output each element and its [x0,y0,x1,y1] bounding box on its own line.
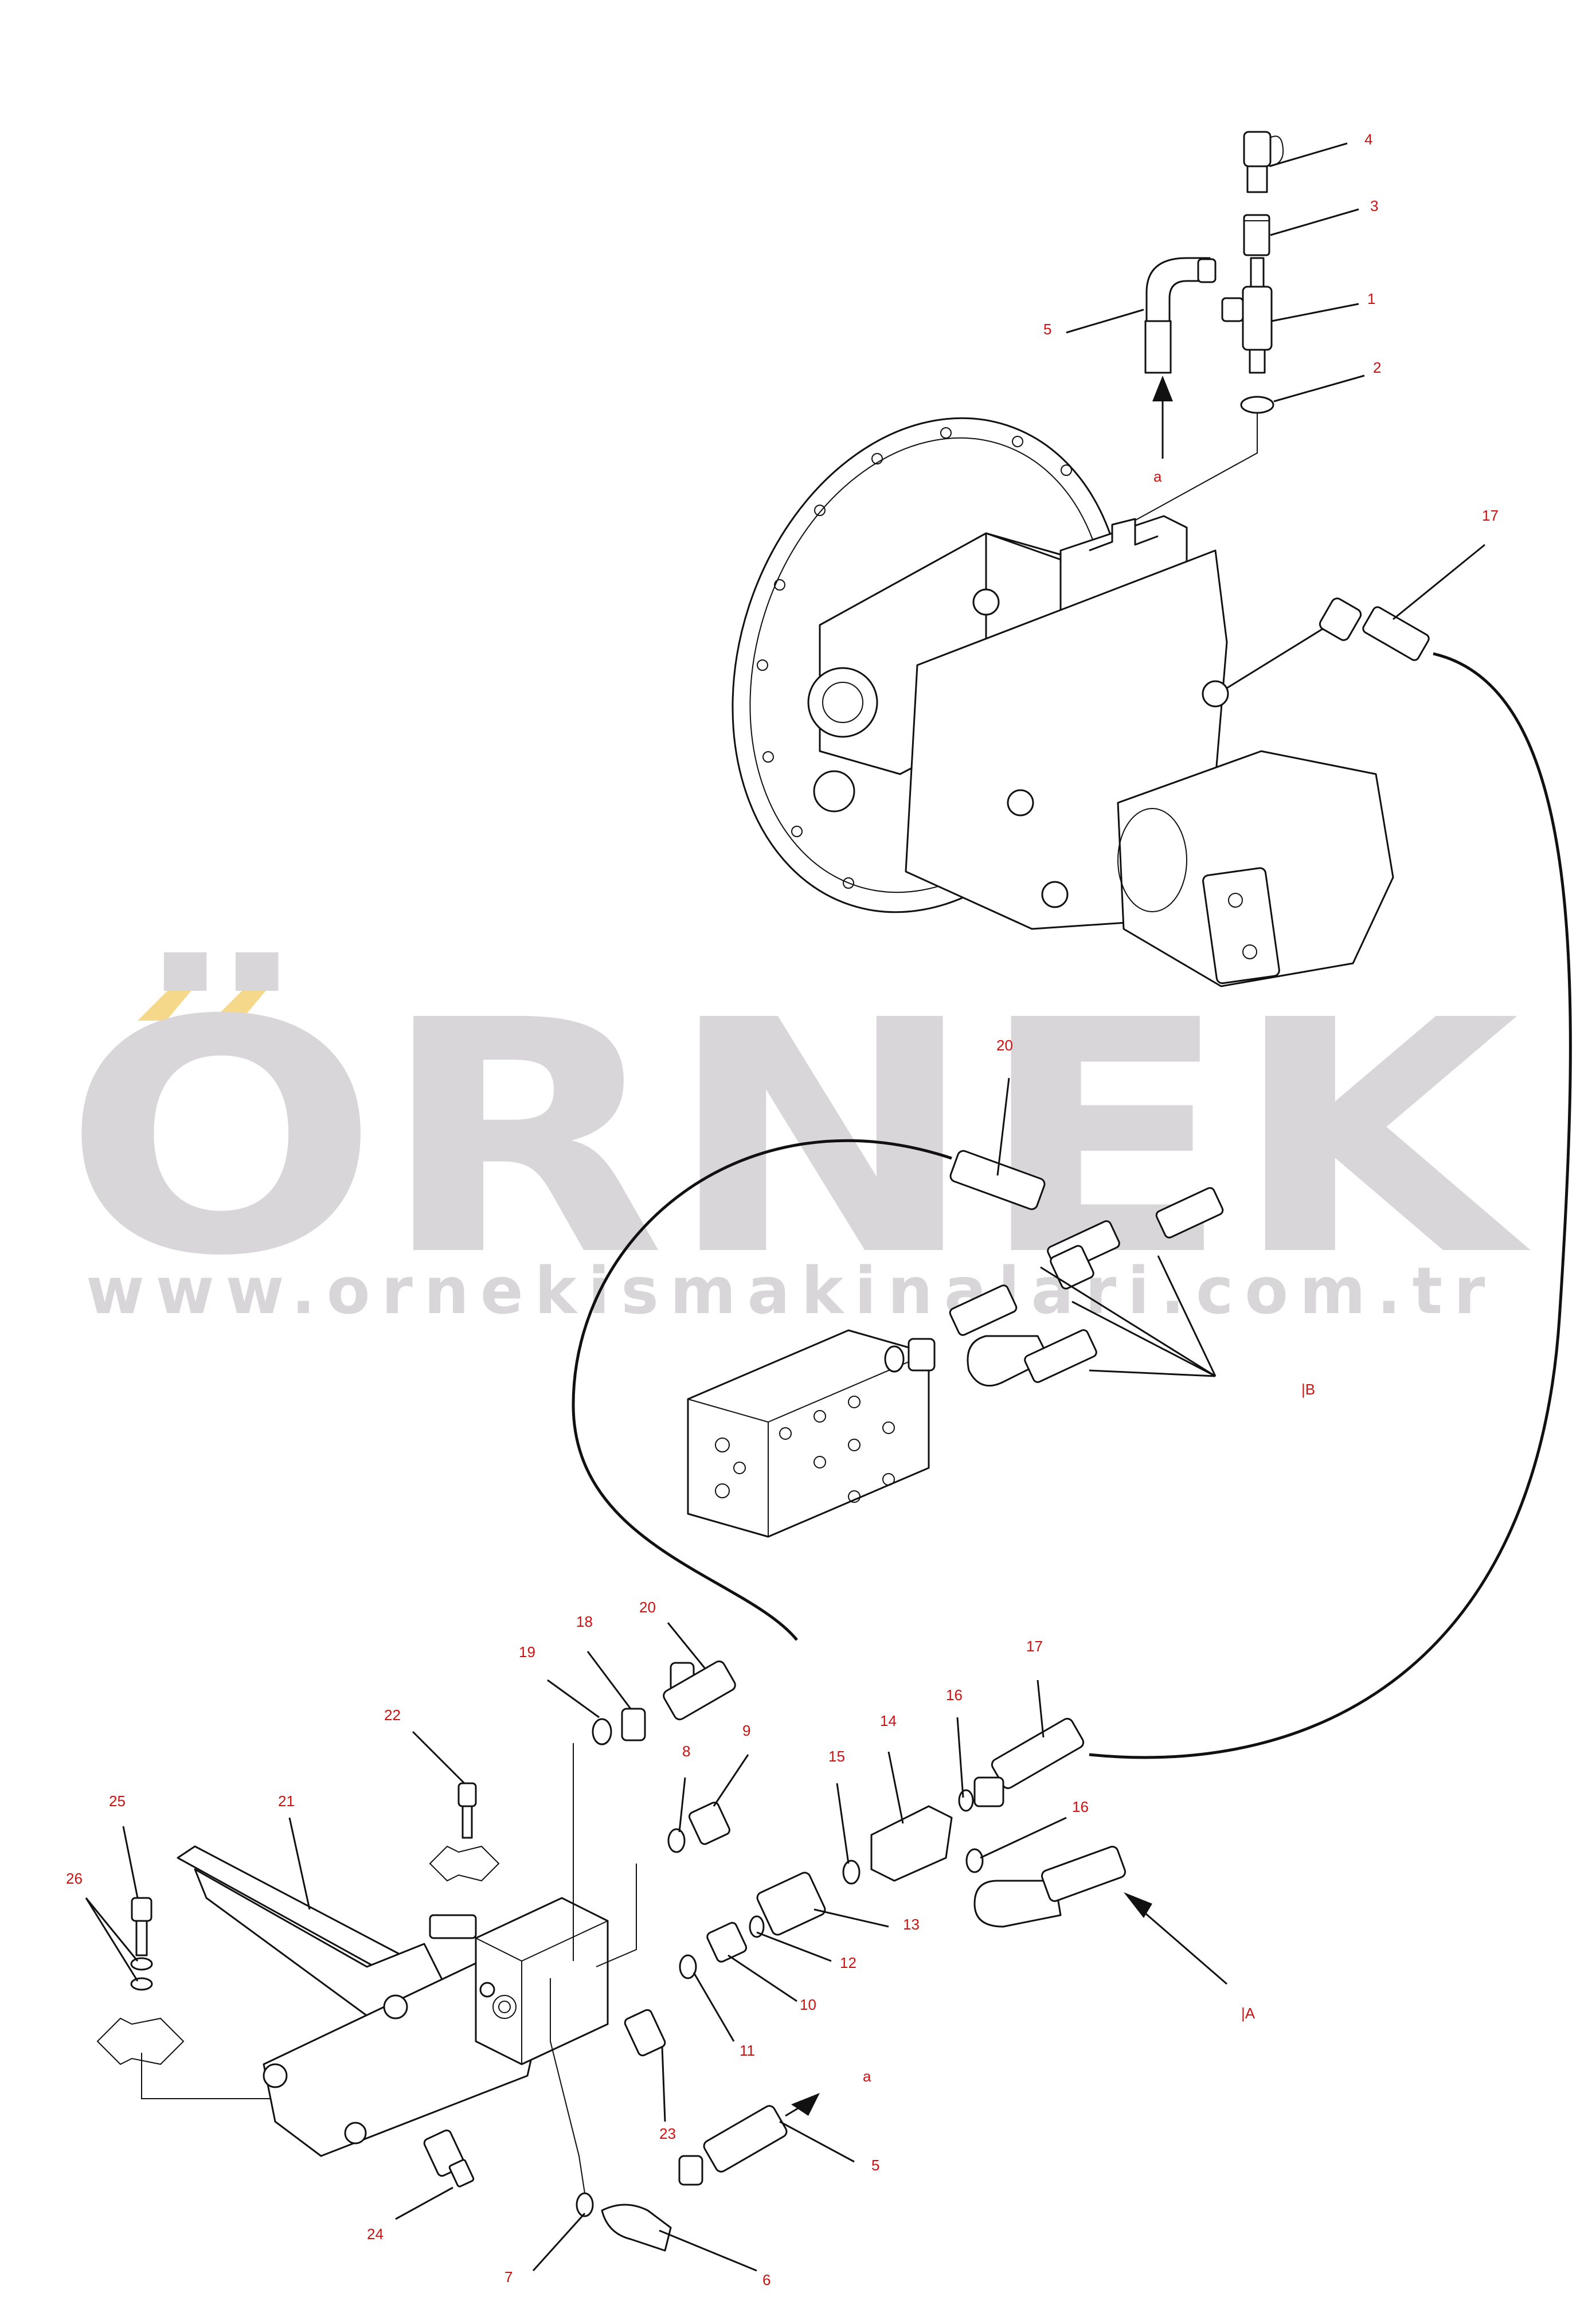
callout-16-a: 16 [946,1686,963,1704]
top-fitting-group: 4 3 1 2 5 a [1043,131,1381,537]
callout-17-top: 17 [1482,507,1499,524]
callout-24: 24 [367,2225,384,2243]
callout-10: 10 [800,1996,816,2013]
callout-5-top: 5 [1043,321,1051,338]
callout-9: 9 [742,1722,750,1739]
part-4-cap [1243,131,1284,193]
watermark-accent-right [212,986,269,1021]
watermark: ÖRNEK www.ornekismakinalari.com.tr [63,949,1533,1329]
part-5-elbow [1144,257,1217,374]
callout-20-mid: 20 [996,1037,1013,1054]
callout-3: 3 [1370,197,1378,214]
flange-bolts [757,427,1072,889]
bottom-assembly: 20 18 19 17 16 14 15 16 |A [66,1599,1256,2288]
callout-16-b: 16 [1072,1798,1089,1815]
callout-17: 17 [1026,1638,1043,1655]
callout-A: |A [1241,2005,1256,2022]
callout-2: 2 [1373,359,1381,376]
callout-a-bottom: a [863,2068,871,2085]
part-1-fitting [1221,257,1273,374]
callout-1: 1 [1367,290,1375,307]
callout-21: 21 [278,1792,295,1810]
callout-19: 19 [519,1643,535,1661]
manifold-holes [715,1396,895,1503]
callout-20: 20 [639,1599,656,1616]
callout-22: 22 [384,1706,401,1724]
callout-8: 8 [682,1743,690,1760]
callout-a-top: a [1153,468,1162,485]
hydraulic-pump [732,417,1394,987]
callout-B: |B [1301,1381,1315,1398]
callout-12: 12 [840,1954,856,1971]
callout-7: 7 [504,2268,513,2286]
part-3-nut [1243,214,1270,256]
callout-4: 4 [1364,131,1372,148]
callout-6: 6 [762,2271,771,2288]
watermark-accent-left [138,986,195,1021]
callout-14: 14 [880,1712,897,1729]
hose-17: 17 [1089,507,1572,1759]
watermark-url: www.ornekismakinalari.com.tr [86,1254,1496,1329]
callout-5-bottom: 5 [871,2157,879,2174]
arrow-A [1124,1892,1152,1918]
callout-26: 26 [66,1870,83,1887]
part-2-oring [1240,396,1274,414]
callout-13: 13 [903,1916,920,1933]
callout-25: 25 [109,1792,126,1810]
callout-15: 15 [828,1748,845,1765]
arrow-up-a [1152,376,1173,401]
callout-23: 23 [659,2125,676,2142]
callout-11: 11 [740,2042,755,2059]
watermark-brand: ÖRNEK [63,949,1533,1326]
callout-18: 18 [576,1613,593,1630]
arrow-a-bottom [791,2093,820,2116]
detail-b: 20 |B [572,1037,1315,1641]
